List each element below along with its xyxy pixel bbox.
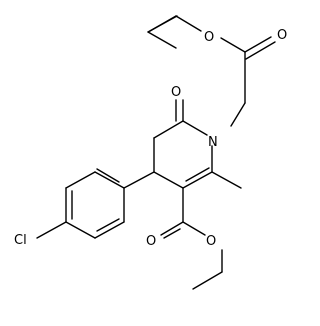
bond-c2-methyl — [211, 171, 242, 189]
bond-top-c-o-double-b — [245, 41, 276, 60]
bond-c4-phenyl — [123, 171, 155, 189]
bond-top-c-o-double-a — [244, 36, 272, 53]
bond-ph-c1-c2 — [94, 171, 125, 189]
bond-ester-c-o-single — [182, 221, 206, 236]
atom-o-ester-bottom: O — [206, 234, 216, 249]
structure-canvas: O O O N Cl O O — [14, 15, 287, 290]
bond-ethyl-top-ch2 — [147, 31, 177, 49]
bond-c3-c2-double-a — [182, 171, 213, 189]
bond-ph-c5-c6 — [94, 221, 125, 239]
molecule-structure: O O O N Cl O O — [14, 15, 287, 290]
atom-o-carbonyl-bottom: O — [146, 234, 156, 249]
bond-top-o-c — [220, 37, 246, 53]
bond-n-c6 — [182, 120, 208, 136]
bond-c6-c5 — [153, 120, 184, 139]
atom-o-ester-top: O — [204, 30, 214, 45]
bond-ester-c-o-double-b — [163, 228, 181, 239]
atom-o-carbonyl-top: O — [277, 28, 287, 43]
bond-ph-c1-c2-inner — [96, 168, 120, 183]
bond-top-ch3-ch2 — [149, 15, 177, 32]
bond-ester-ch2-ch3 — [192, 271, 223, 290]
bond-c3-c2-double-b — [185, 167, 210, 182]
bond-c4-c3 — [153, 171, 184, 189]
bond-ph-c5-c6-inner — [96, 218, 120, 232]
atom-n-ring: N — [208, 135, 218, 150]
bond-ch2-n — [230, 102, 246, 127]
bond-ester-c-o-double-a — [160, 221, 184, 236]
bond-ph-cl — [36, 221, 67, 239]
bond-top-ch2-o — [175, 15, 202, 32]
bond-ph-c2-c3 — [65, 171, 96, 189]
atom-cl: Cl — [14, 233, 27, 248]
atom-o-lactam: O — [171, 85, 181, 100]
bond-ph-c4-c5 — [65, 221, 96, 239]
